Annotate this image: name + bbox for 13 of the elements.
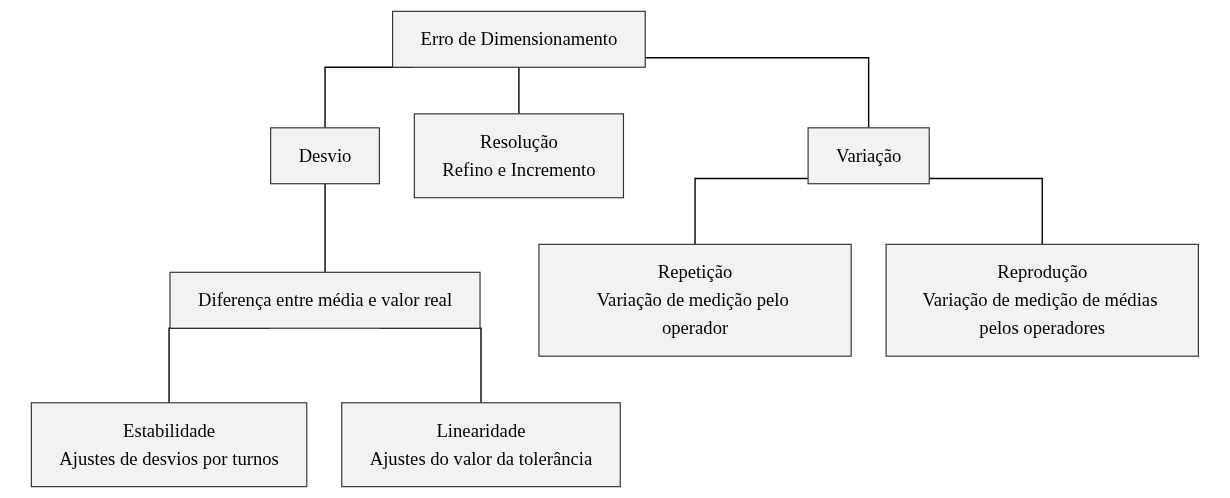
node-box [538, 243, 852, 357]
node-box [807, 127, 930, 185]
node-box [413, 113, 625, 199]
hierarchy-diagram: Erro de Dimensionamento Desvio Resolução Refino e Incremento Variação Diferença entre média e valor real Repetição Variação de medição pelo operador Reprodução Variação de medição de médias pelos operadores Estabilidade Ajustes de desvios por turnos Linearidade Ajustes do valor da tolerância [22, 2, 1208, 496]
node-box [169, 271, 481, 329]
connector [324, 183, 326, 273]
node-box [270, 127, 381, 185]
node-box [885, 243, 1200, 357]
node-box [30, 402, 308, 488]
node-box [392, 10, 646, 68]
node-box [341, 402, 621, 488]
connector [518, 66, 520, 115]
connector [694, 177, 809, 246]
